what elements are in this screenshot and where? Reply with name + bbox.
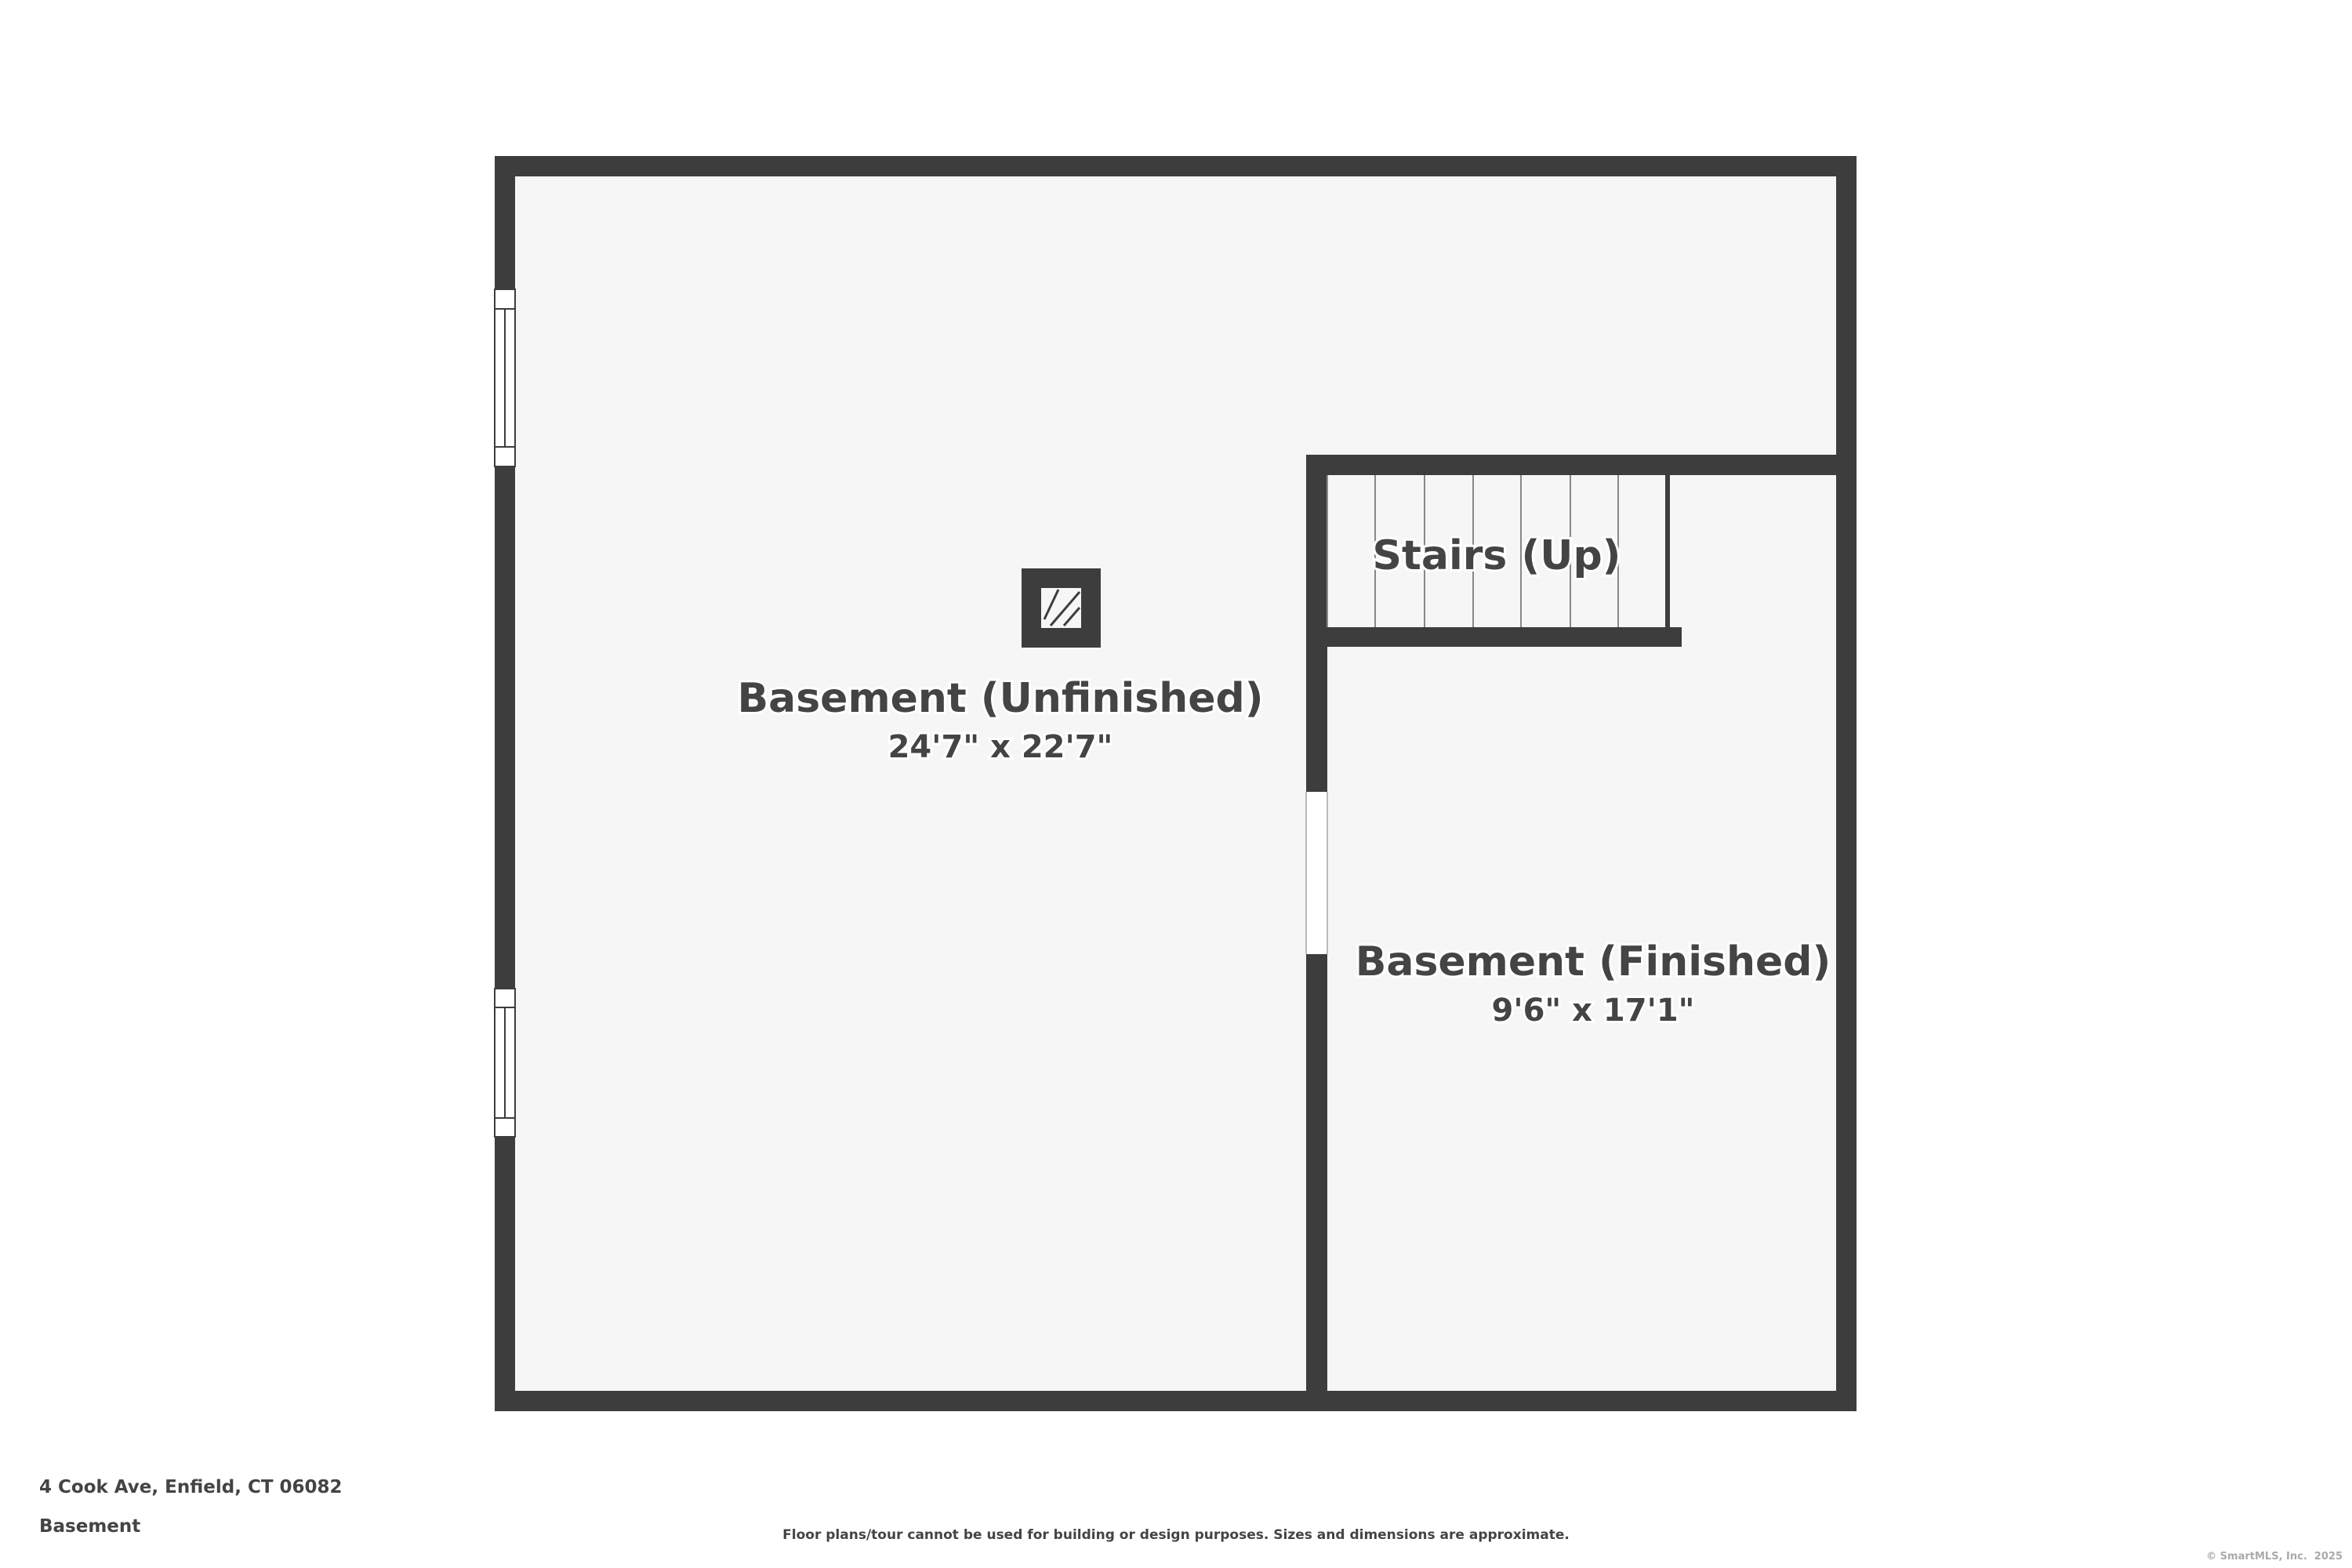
disclaimer: Floor plans/tour cannot be used for buil… [782,1527,1570,1543]
room-dims-unfinished: 24'7" x 22'7" [888,729,1113,765]
window-upper [494,289,516,467]
floor-area [495,156,1857,1411]
room-name-unfinished: Basement (Unfinished) [738,675,1264,722]
copyright: © SmartMLS, Inc. 2025 [2206,1551,2343,1563]
stairs-treads [1327,475,1619,627]
interior-walls [1306,455,1857,1411]
room-name-stairs: Stairs (Up) [1373,532,1621,579]
stairs-end-rail [1665,475,1670,627]
chimney-icon [1022,568,1101,648]
address: 4 Cook Ave, Enfield, CT 06082 [39,1477,343,1497]
room-name-finished: Basement (Finished) [1356,938,1831,985]
window-lower [494,988,516,1138]
floor-name: Basement [39,1516,141,1537]
doorway-opening [1305,792,1328,954]
room-dims-finished: 9'6" x 17'1" [1492,993,1695,1029]
outer-walls [495,156,1857,1411]
